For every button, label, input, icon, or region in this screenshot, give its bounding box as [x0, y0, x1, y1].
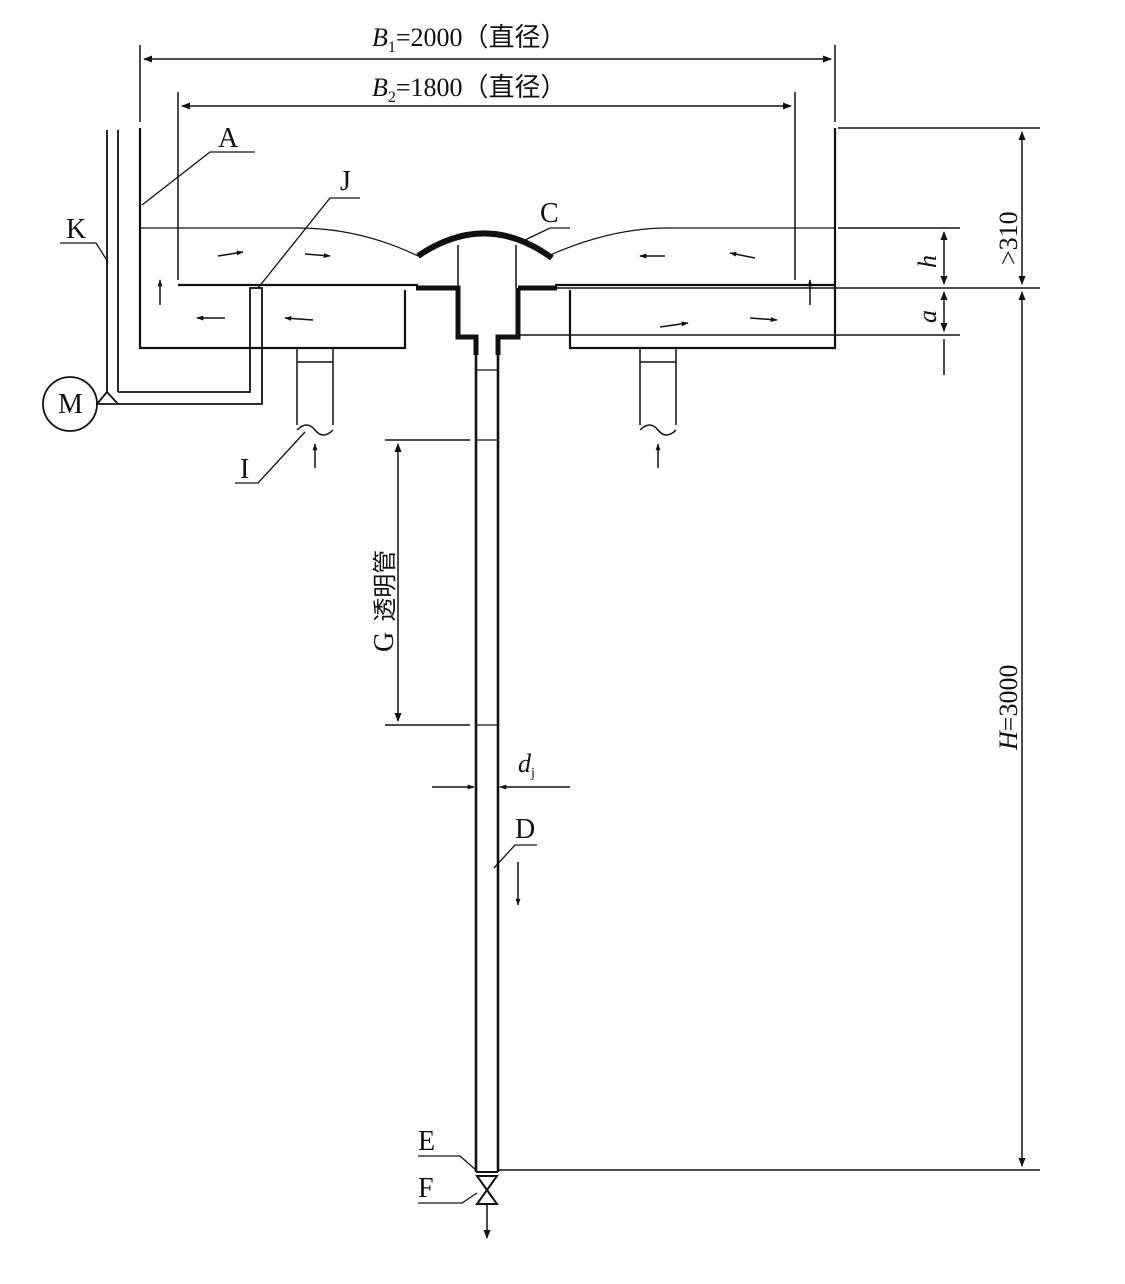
central-nozzle	[416, 285, 557, 355]
cap-c	[416, 230, 554, 261]
label-dj: dj	[518, 749, 535, 781]
label-d: D	[515, 814, 535, 845]
label-b1: B1=2000（直径）	[372, 23, 567, 56]
label-b2: B2=1800（直径）	[372, 73, 567, 106]
water-mound-left	[297, 227, 419, 257]
dimension-g	[385, 439, 470, 726]
component-labels: A J C K M I D E F G透明管	[58, 123, 559, 1204]
outer-tank	[138, 128, 837, 350]
water-mound-right	[547, 227, 669, 257]
leader-lines	[60, 151, 570, 1204]
label-c: C	[540, 198, 559, 229]
label-h-total: H=3000	[994, 665, 1023, 751]
dimension-b1	[139, 45, 836, 122]
label-e: E	[418, 1126, 435, 1157]
label-g: G透明管	[369, 550, 400, 652]
label-i: I	[240, 454, 249, 485]
dimension-b2	[177, 92, 796, 280]
dimension-labels: B1=2000（直径） B2=1800（直径） >310 h a H=3000 …	[372, 23, 1023, 781]
label-min-height: >310	[994, 211, 1023, 265]
flow-arrows	[157, 250, 813, 906]
label-a: a	[913, 310, 942, 323]
label-m: M	[58, 389, 83, 420]
label-j: J	[340, 166, 351, 197]
dimension-right	[498, 127, 1040, 1171]
vertical-tube-d	[474, 355, 500, 1172]
label-a-letter: A	[218, 123, 239, 154]
valve-f	[475, 1171, 499, 1239]
inlet-pipe-right	[639, 348, 677, 436]
label-k: K	[66, 214, 86, 245]
label-f: F	[418, 1173, 434, 1204]
label-h: h	[913, 255, 942, 268]
manometer	[42, 130, 263, 432]
inlet-pipe-left	[296, 348, 334, 436]
